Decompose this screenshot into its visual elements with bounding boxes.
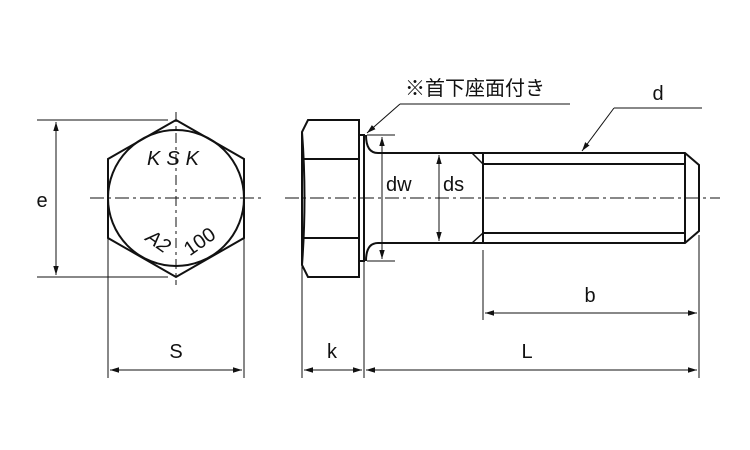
label-L: L bbox=[521, 341, 532, 363]
label-ds: ds bbox=[443, 174, 464, 196]
head-top-view: KSK A2 100 bbox=[90, 112, 262, 285]
dimension-L: L bbox=[366, 341, 697, 373]
head-marking-brand: KSK bbox=[147, 148, 205, 170]
dimension-ds: ds bbox=[436, 155, 464, 241]
label-S: S bbox=[169, 341, 182, 363]
label-b: b bbox=[584, 285, 595, 307]
dimension-k: k bbox=[301, 261, 365, 378]
dimension-S: S bbox=[107, 238, 245, 378]
note-under-head-seat: ※首下座面付き bbox=[405, 77, 545, 100]
label-d: d bbox=[652, 83, 663, 105]
note-leader: ※首下座面付き bbox=[366, 77, 570, 134]
dimension-e: e bbox=[36, 119, 168, 278]
dimension-d: d bbox=[581, 83, 702, 152]
hexagon-outline bbox=[107, 118, 245, 279]
head-marking-grade: A2 bbox=[141, 225, 174, 258]
label-e: e bbox=[36, 190, 47, 212]
label-k: k bbox=[327, 341, 338, 363]
label-dw: dw bbox=[386, 174, 412, 196]
dimension-dw: dw bbox=[367, 134, 412, 262]
dimension-b: b bbox=[482, 235, 700, 378]
bolt-side-view bbox=[285, 119, 720, 278]
